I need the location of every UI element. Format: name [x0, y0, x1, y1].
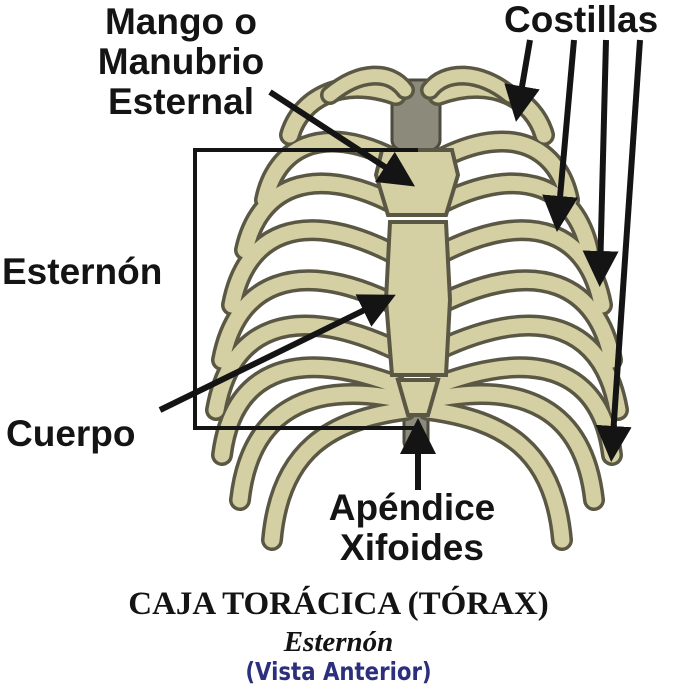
manubrium-label-line-2: Manubrio	[97, 41, 265, 82]
xiphoid-label-line-1: Apéndice	[328, 487, 496, 528]
body-label: Cuerpo	[6, 413, 136, 454]
pointer-arrows	[158, 39, 643, 490]
manubrium-label: Mango o Manubrio Esternal	[86, 2, 276, 122]
rib-arrow-1	[504, 39, 540, 122]
ribs-label: Costillas	[504, 0, 659, 40]
xiphoid-label-line-2: Xifoides	[340, 527, 484, 568]
sternum-label: Esternón	[2, 251, 163, 292]
manubrium-label-line-1: Mango o	[104, 1, 258, 42]
left-ribs	[205, 76, 417, 551]
rib-arrow-4	[595, 39, 643, 462]
right-ribs	[417, 76, 629, 551]
caption-title: CAJA TORÁCICA (TÓRAX)	[128, 586, 549, 622]
xiphoid-label: Apéndice Xifoides	[312, 488, 512, 568]
sternum-body	[383, 220, 453, 377]
body-arrow	[158, 294, 396, 413]
manubrium	[373, 148, 461, 217]
sternum-bracket	[193, 148, 418, 430]
caption-subtitle: Esternón	[283, 626, 394, 658]
rib-arrow-2	[542, 39, 579, 232]
xiphoid-process	[395, 378, 441, 417]
rib-arrow-3	[582, 39, 619, 287]
manubrium-label-line-3: Esternal	[107, 81, 254, 122]
caption-view: (Vista Anterior)	[245, 657, 432, 686]
manubrium-arrow	[268, 89, 416, 187]
first-rib-arches	[320, 65, 520, 105]
